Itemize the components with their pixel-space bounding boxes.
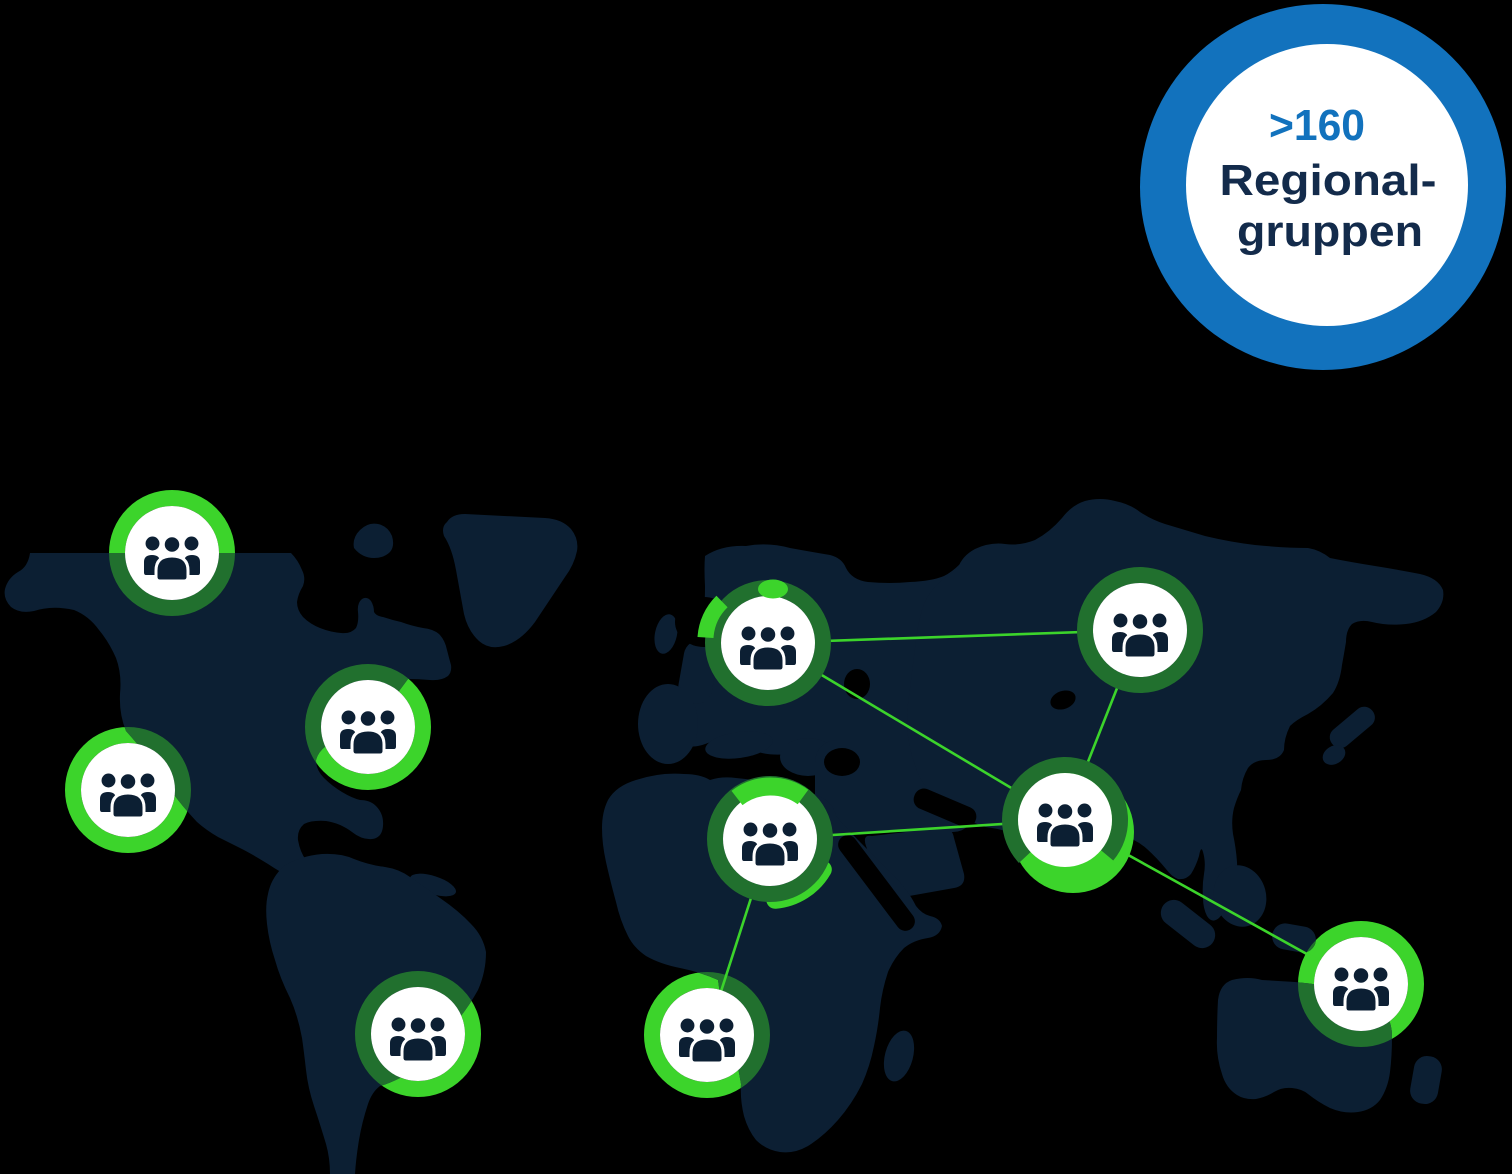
svg-text:>160: >160 [1269,101,1365,150]
svg-text:gruppen: gruppen [1237,207,1423,256]
svg-text:Regional-: Regional- [1220,156,1437,205]
